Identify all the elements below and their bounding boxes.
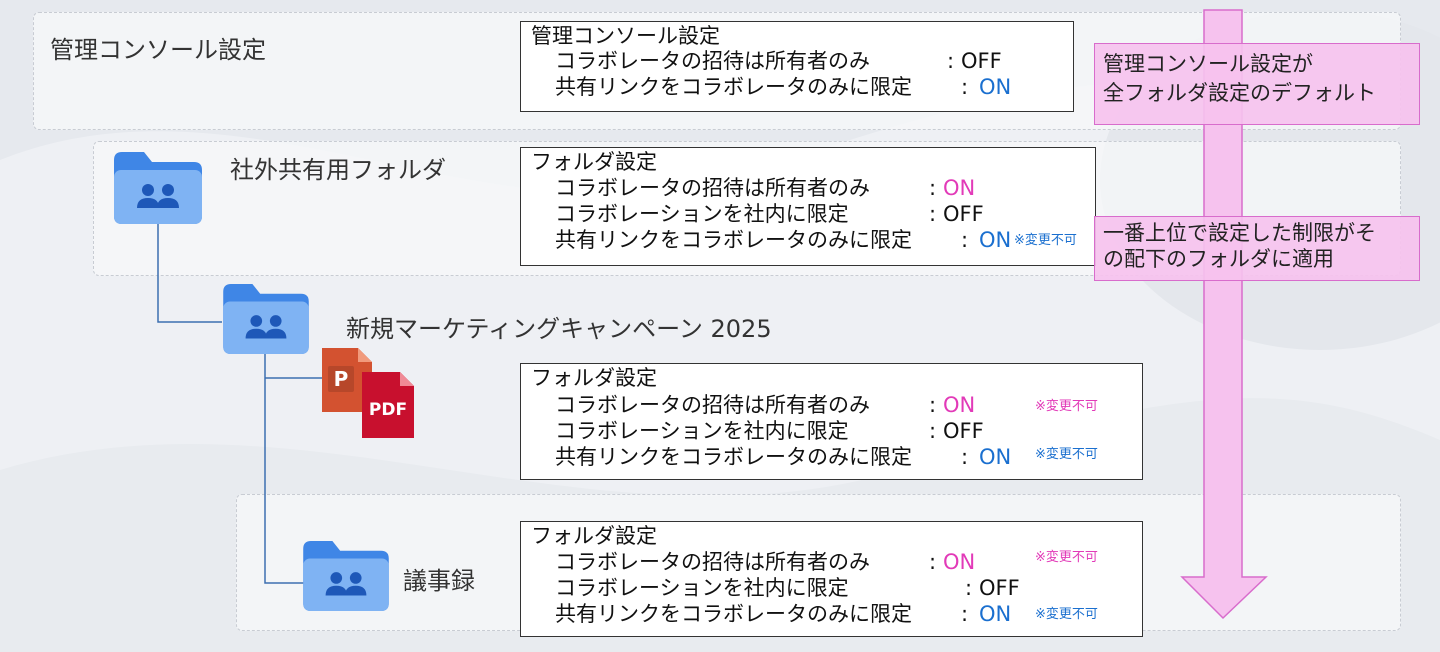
locked-note: ※変更不可: [1014, 233, 1077, 248]
setting-row-label: 共有リンクをコラボレータのみに限定: [555, 228, 912, 252]
setting-row-value: ON: [943, 176, 976, 200]
setting-row-colon: :: [961, 75, 969, 99]
pdf-file-icon: PDF: [362, 372, 414, 438]
setting-row-colon: :: [929, 202, 937, 226]
inheritance-callout: 一番上位で設定した制限がそ の配下のフォルダに適用: [1094, 216, 1420, 281]
setting-row-colon: :: [929, 393, 937, 417]
setting-row-colon: :: [929, 419, 937, 443]
external-folder-label: 社外共有用フォルダ: [230, 156, 446, 184]
default-callout: 管理コンソール設定が 全フォルダ設定のデフォルト: [1094, 43, 1420, 125]
console-label: 管理コンソール設定: [50, 36, 266, 64]
callout-line: 全フォルダ設定のデフォルト: [1103, 81, 1376, 105]
campaign-folder-label: 新規マーケティングキャンペーン 2025: [346, 315, 772, 343]
setting-row-label: コラボレータの招待は所有者のみ: [555, 176, 870, 200]
setting-row-value: OFF: [979, 576, 1020, 600]
setting-row-colon: :: [961, 602, 969, 626]
locked-note: ※変更不可: [1035, 447, 1098, 462]
setting-row-label: コラボレーションを社内に限定: [555, 202, 849, 226]
setting-row-label: コラボレータの招待は所有者のみ: [555, 393, 870, 417]
setting-row-value: ON: [943, 393, 976, 417]
locked-note: ※変更不可: [1035, 550, 1098, 565]
setting-row-value: OFF: [943, 419, 984, 443]
setting-row-value: OFF: [943, 202, 984, 226]
locked-note: ※変更不可: [1035, 399, 1098, 414]
callout-line: の配下のフォルダに適用: [1103, 247, 1334, 271]
settings-box-title: 管理コンソール設定: [531, 24, 720, 48]
minutes-folder-label: 議事録: [403, 567, 475, 595]
setting-row-colon: :: [961, 445, 969, 469]
console-settings-box: 管理コンソール設定 コラボレータの招待は所有者のみ : OFF 共有リンクをコラ…: [520, 21, 1074, 112]
campaign-folder-settings-box: フォルダ設定 コラボレータの招待は所有者のみ : ON ※変更不可 コラボレーシ…: [520, 363, 1143, 480]
shared-folder-icon: [223, 284, 309, 354]
callout-line: 一番上位で設定した制限がそ: [1103, 221, 1376, 245]
powerpoint-file-icon: P: [322, 348, 372, 412]
settings-box-title: フォルダ設定: [531, 150, 657, 174]
shared-folder-icon: [114, 152, 202, 224]
setting-row-colon: :: [929, 176, 937, 200]
setting-row-label: コラボレーションを社内に限定: [555, 576, 849, 600]
setting-row-label: 共有リンクをコラボレータのみに限定: [555, 602, 912, 626]
setting-row-label: コラボレータの招待は所有者のみ: [555, 550, 870, 574]
settings-box-title: フォルダ設定: [531, 366, 657, 390]
setting-row-value: ON: [979, 602, 1012, 626]
minutes-folder-settings-box: フォルダ設定 コラボレータの招待は所有者のみ : ON ※変更不可 コラボレーシ…: [520, 521, 1143, 637]
setting-row-label: コラボレータの招待は所有者のみ: [555, 49, 870, 73]
setting-row-value: ON: [979, 445, 1012, 469]
setting-row-value: OFF: [961, 49, 1002, 73]
setting-row-colon: :: [961, 228, 969, 252]
shared-folder-icon: [303, 541, 389, 611]
setting-row-value: ON: [979, 228, 1012, 252]
svg-text:P: P: [334, 367, 349, 391]
settings-box-title: フォルダ設定: [531, 524, 657, 548]
external-folder-settings-box: フォルダ設定 コラボレータの招待は所有者のみ : ON コラボレーションを社内に…: [520, 147, 1096, 266]
setting-row-colon: :: [929, 550, 937, 574]
callout-line: 管理コンソール設定が: [1103, 52, 1313, 76]
locked-note: ※変更不可: [1035, 607, 1098, 622]
setting-row-value: ON: [979, 75, 1012, 99]
pdf-label: PDF: [368, 400, 408, 420]
setting-row-label: コラボレーションを社内に限定: [555, 419, 849, 443]
setting-row-colon: :: [965, 576, 973, 600]
setting-row-value: ON: [943, 550, 976, 574]
setting-row-colon: :: [947, 49, 955, 73]
setting-row-label: 共有リンクをコラボレータのみに限定: [555, 445, 912, 469]
setting-row-label: 共有リンクをコラボレータのみに限定: [555, 75, 912, 99]
